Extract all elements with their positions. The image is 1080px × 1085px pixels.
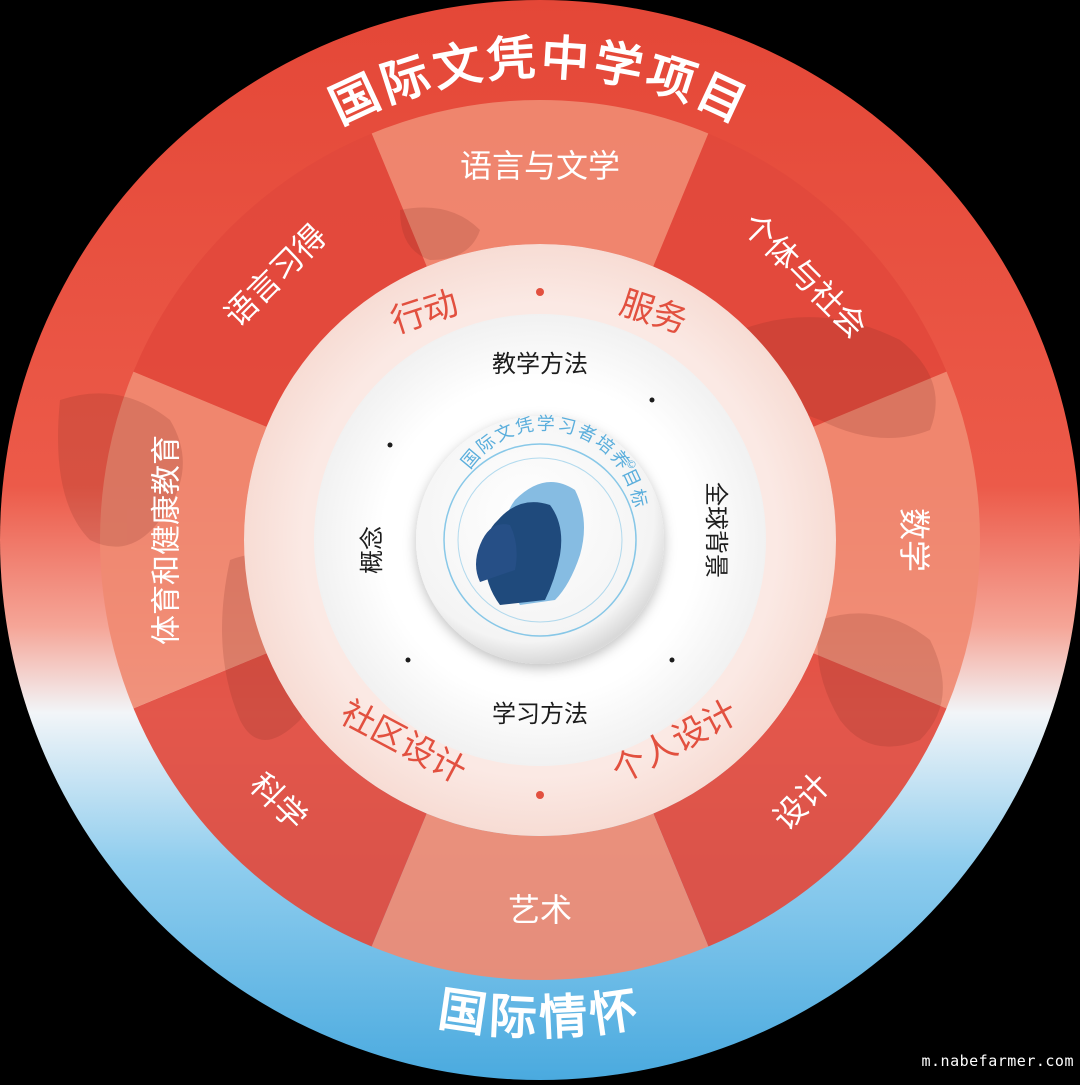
subject-wedge: [653, 653, 947, 947]
inner-ring-dot-bottom: [536, 791, 544, 799]
inner-ring-dot-top: [536, 288, 544, 296]
global-contexts-label: 全球背景: [702, 482, 730, 578]
subject-wedge: [133, 653, 427, 947]
core-dot-1: [387, 442, 393, 448]
subject-wedge: [813, 371, 980, 709]
core-dot-3: [405, 657, 411, 663]
subject-label: 体育和健康教育: [150, 435, 185, 645]
center-inner-circle: [443, 443, 637, 637]
copyright-mark: ©: [626, 458, 637, 471]
subject-wedge: [133, 133, 427, 427]
approaches-to-learning-label: 学习方法: [492, 700, 588, 728]
center-inner-circle-2: [457, 457, 623, 623]
subject-wedge: [100, 371, 267, 709]
subject-wedge: [371, 100, 709, 267]
subject-label: 语言与文学: [460, 147, 620, 185]
concepts-label: 概念: [358, 526, 386, 574]
subject-wedges: [100, 100, 980, 980]
approaches-to-teaching-label: 教学方法: [492, 350, 588, 378]
subject-label: 艺术: [508, 891, 572, 929]
site-watermark: m.nabefarmer.com: [921, 1052, 1074, 1070]
core-dot-4: [669, 657, 675, 663]
learner-profile-icon: [476, 482, 584, 605]
core-dot-2: [649, 397, 655, 403]
global-mindedness-label: 国际情怀: [435, 981, 645, 1047]
subject-wedge: [653, 133, 947, 427]
subject-label: 数学: [895, 508, 933, 572]
subject-wedge: [371, 813, 709, 980]
